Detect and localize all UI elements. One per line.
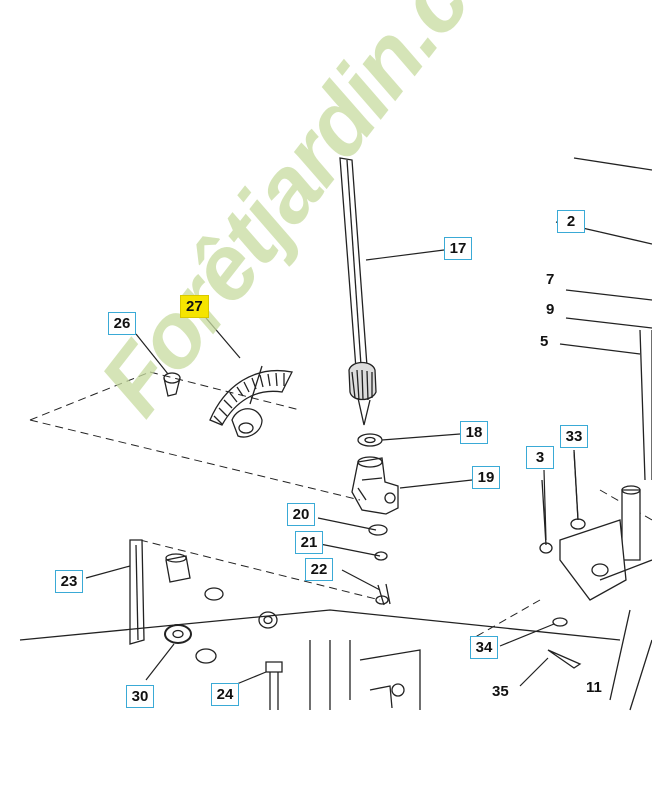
bushing-set: [164, 553, 278, 664]
callout-23: 23: [55, 570, 83, 593]
callout-21: 21: [295, 531, 323, 554]
callout-33: 33: [560, 425, 588, 448]
pin-35: [547, 649, 582, 669]
pivot-pin: [163, 372, 181, 397]
washer-34: [552, 617, 568, 627]
washer-18: [357, 433, 383, 447]
right-linkage: [539, 157, 652, 711]
lever-arm: [129, 539, 145, 645]
callout-22: 22: [305, 558, 333, 581]
callout-30: 30: [126, 685, 154, 708]
washer-20: [368, 524, 388, 536]
callout-18: 18: [460, 421, 488, 444]
callout-5: 5: [540, 333, 549, 350]
sector-gear: [209, 365, 293, 438]
callout-34: 34: [470, 636, 498, 659]
callout-35: 35: [492, 683, 509, 700]
callout-17: 17: [444, 237, 472, 260]
callout-9: 9: [546, 301, 555, 318]
frame-plate: [19, 609, 621, 710]
callout-24: 24: [211, 683, 239, 706]
callout-19: 19: [472, 466, 500, 489]
washer-21: [374, 551, 388, 561]
leader-lines: [85, 221, 601, 687]
callout-3: 3: [526, 446, 554, 469]
bolt-24: [265, 661, 283, 710]
callout-7: 7: [546, 271, 555, 288]
callout-2: 2: [557, 210, 585, 233]
steering-shaft: [339, 157, 377, 426]
callout-11: 11: [586, 679, 602, 696]
bolt-22: [377, 583, 391, 606]
pivot-bracket: [351, 456, 399, 515]
callout-27: 27: [180, 295, 209, 318]
callout-20: 20: [287, 503, 315, 526]
callout-26: 26: [108, 312, 136, 335]
